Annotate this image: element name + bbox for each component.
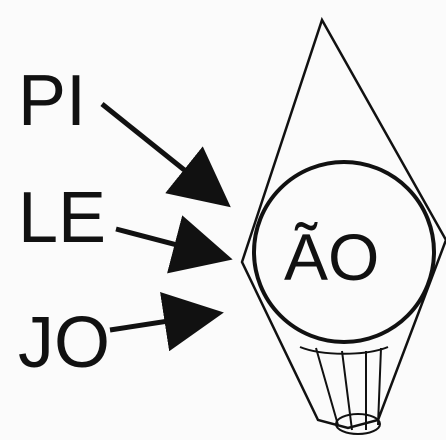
- arrow-jo: [110, 314, 214, 330]
- label-pi: PI: [18, 61, 86, 141]
- basket-bottom: [336, 414, 380, 434]
- basket-lines: [316, 348, 381, 430]
- arrow-pi: [102, 104, 223, 201]
- basket-top-curve: [300, 347, 388, 354]
- label-jo: JO: [18, 303, 110, 383]
- center-label: ÃO: [284, 220, 379, 294]
- arrow-le: [116, 229, 223, 257]
- label-le: LE: [18, 178, 106, 258]
